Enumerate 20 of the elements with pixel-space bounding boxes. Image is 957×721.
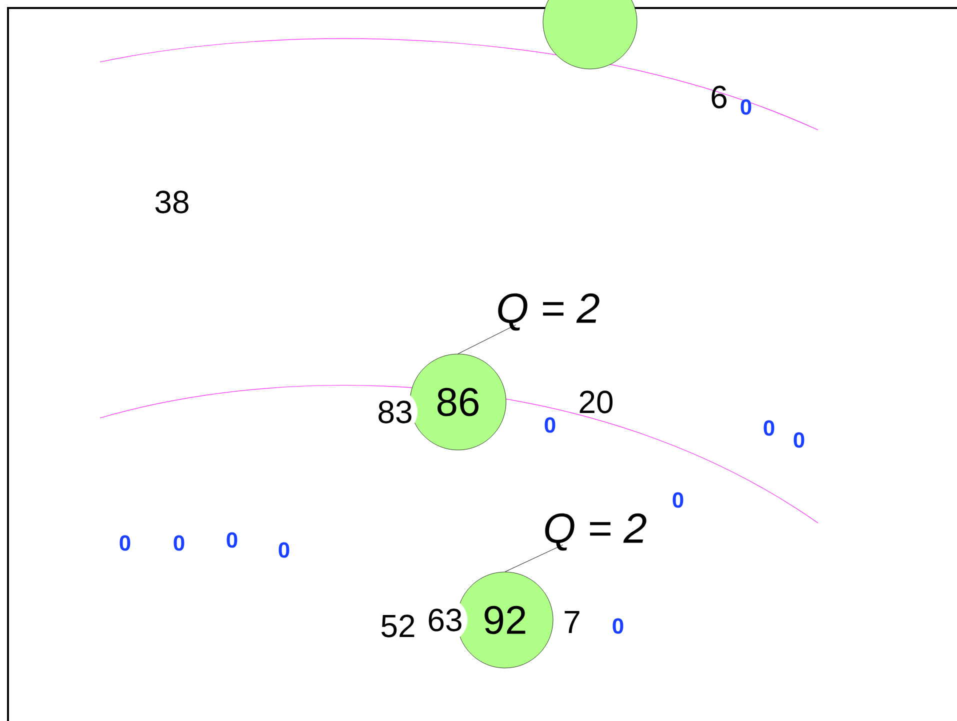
value-label: 0 — [764, 420, 774, 436]
value-label: 0 — [226, 532, 238, 548]
value-label: 0 — [794, 432, 804, 448]
formula-text: Q = 2 — [545, 513, 646, 551]
number-label: 20 — [580, 390, 613, 414]
value-label: 0 — [672, 492, 684, 508]
number-label: 38 — [155, 190, 188, 214]
value-label: 0 — [544, 417, 556, 433]
number-label: 52 — [382, 614, 414, 638]
value-label: 0 — [174, 535, 184, 551]
number-label: 63 — [422, 598, 468, 642]
number-label: 6 — [712, 86, 726, 108]
number-label: 83 — [372, 390, 418, 434]
formula-text: Q = 2 — [498, 293, 600, 331]
leader-line — [504, 544, 564, 572]
value-label: 0 — [612, 618, 624, 634]
leader-line — [458, 324, 516, 354]
value-label: 0 — [278, 542, 290, 558]
value-label: 0 — [120, 535, 130, 551]
value-label: 0 — [740, 99, 752, 115]
